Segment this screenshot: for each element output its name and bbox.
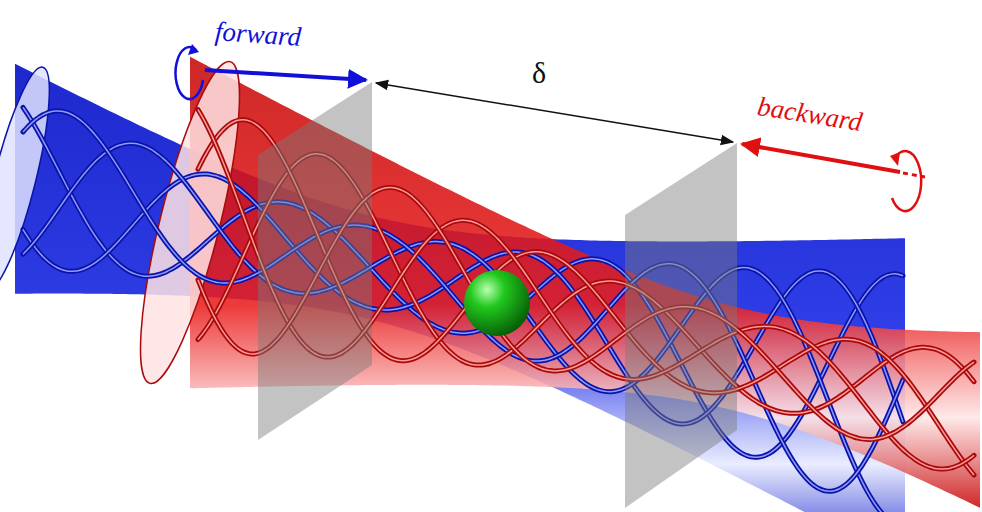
dimension-label: δ xyxy=(532,56,546,89)
tube-opening xyxy=(0,62,63,295)
direction-label: forward xyxy=(214,17,302,53)
helical-ribbons xyxy=(23,107,974,512)
rotation-symbol xyxy=(176,47,203,99)
hidden-axis xyxy=(903,173,925,177)
rotation-head xyxy=(890,152,900,166)
tube-opening xyxy=(121,54,259,390)
focal-plane xyxy=(258,82,372,440)
focal-plane xyxy=(625,143,737,508)
direction-arrow xyxy=(205,70,366,80)
helix-highlight xyxy=(23,111,903,491)
direction-arrow xyxy=(742,144,900,172)
dimension-line xyxy=(376,83,733,142)
helix-highlight xyxy=(23,174,903,424)
helix-ribbon xyxy=(23,174,903,424)
beam-tubes xyxy=(0,54,980,512)
particle-sphere xyxy=(464,270,530,336)
beam-tube xyxy=(190,57,980,508)
helix-ribbon xyxy=(23,111,903,491)
direction-label: backward xyxy=(755,92,864,138)
rotation-head xyxy=(188,44,199,55)
